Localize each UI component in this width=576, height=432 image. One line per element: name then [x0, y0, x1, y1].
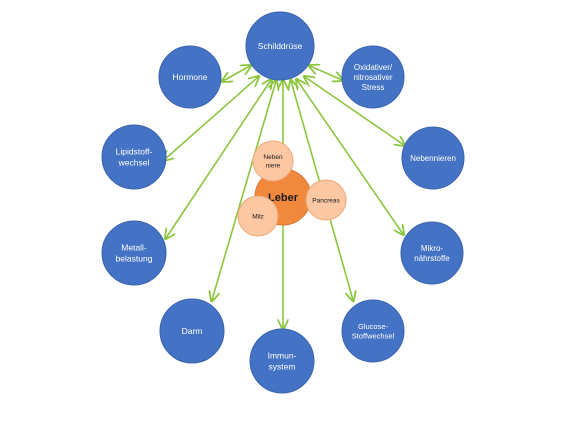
organ-circle — [252, 140, 294, 182]
organ-label: Pancreas — [312, 197, 340, 204]
node-label: Immun- — [268, 351, 297, 361]
node-label: system — [269, 361, 296, 371]
node-circle — [400, 221, 464, 285]
node-circle — [101, 220, 167, 286]
node-label: nitrosativer — [353, 73, 392, 82]
node-circle — [101, 124, 167, 190]
organ-circle — [237, 195, 279, 237]
organ-milz: Milz — [237, 195, 279, 237]
organ-nebenniere: Nebenniere — [252, 140, 294, 182]
node-nebennieren: Nebennieren — [401, 126, 465, 190]
node-label: Glucose- — [358, 322, 389, 331]
node-label: belastung — [116, 253, 153, 263]
organ-label: Neben — [263, 154, 283, 161]
organ-circle — [305, 179, 347, 221]
node-label: nährstoffe — [414, 254, 450, 263]
node-metallbelastung: Metall-belastung — [101, 220, 167, 286]
organ-label: Milz — [252, 213, 264, 220]
node-circle — [245, 11, 315, 81]
node-label: Hormone — [173, 72, 208, 82]
node-circle — [341, 299, 405, 363]
node-immunsystem: Immun-system — [249, 328, 315, 394]
organ-pancreas: Pancreas — [305, 179, 347, 221]
node-circle — [249, 328, 315, 394]
node-circle — [159, 298, 225, 364]
node-label: Mikro- — [421, 244, 444, 253]
node-label: Lipidstoff- — [116, 147, 153, 157]
relation-arrow — [223, 66, 250, 81]
node-label: Stress — [362, 83, 385, 92]
relation-arrow — [212, 81, 276, 300]
node-circle — [401, 126, 465, 190]
node-circle — [341, 45, 405, 109]
node-darm: Darm — [159, 298, 225, 364]
node-lipidstoffwechsel: Lipidstoff-wechsel — [101, 124, 167, 190]
node-mikronaehrstoffe: Mikro-nährstoffe — [400, 221, 464, 285]
node-label: Stoffwechsel — [352, 331, 395, 340]
node-label: Oxidativer/ — [354, 63, 393, 72]
relation-arrow — [305, 77, 404, 145]
node-label: Darm — [182, 326, 203, 336]
node-label: Metall- — [121, 243, 147, 253]
organ-label: niere — [266, 162, 281, 169]
node-schilddruese: Schilddrüse — [245, 11, 315, 81]
node-circle — [158, 45, 222, 109]
node-glucosestoffwechsel: Glucose-Stoffwechsel — [341, 299, 405, 363]
node-label: Schilddrüse — [258, 41, 303, 51]
liver-label: Leber — [268, 192, 299, 204]
node-label: wechsel — [118, 157, 150, 167]
node-label: Nebennieren — [410, 154, 456, 163]
node-hormone: Hormone — [158, 45, 222, 109]
relation-arrow — [310, 66, 342, 80]
